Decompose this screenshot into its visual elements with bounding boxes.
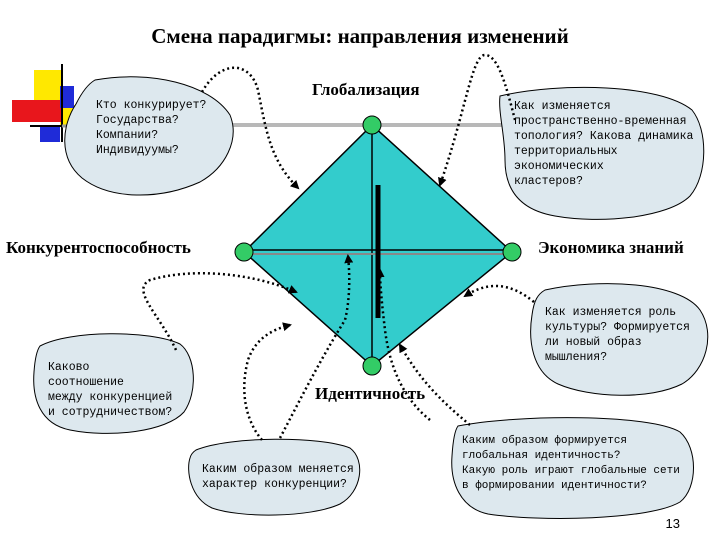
node-top: [362, 115, 382, 135]
node-label-right: Экономика знаний: [538, 238, 684, 257]
question-top-right: Как изменяется пространственно-временная…: [514, 100, 694, 188]
arrow-left: [142, 272, 298, 351]
bubble-bottom-right: [451, 417, 694, 519]
page-number: 13: [665, 516, 680, 531]
arrow-bottom-right-b: [375, 268, 431, 421]
question-right: Как изменяется роль культуры? Формируетс…: [545, 306, 690, 364]
arrow-bottom-right-a: [398, 343, 471, 426]
question-top-left: Кто конкурирует? Государства? Компании? …: [96, 99, 207, 157]
slide-title: Смена парадигмы: направления изменений: [151, 24, 569, 48]
node-left: [234, 242, 254, 262]
node-label-top: Глобализация: [312, 80, 420, 99]
node-label-left: Конкурентоспособность: [6, 238, 191, 257]
bubble-bottom-center: [188, 438, 361, 516]
arrow-bottom-center-a: [243, 322, 292, 441]
arrow-right: [463, 284, 535, 303]
bubble-left: [33, 333, 194, 434]
bubble-top-left: [64, 76, 234, 196]
bubble-right: [530, 283, 709, 396]
question-left: Каково соотношение между конкуренцией и …: [48, 361, 173, 419]
question-bottom-center: Каким образом меняется характер конкурен…: [202, 463, 354, 491]
node-label-bottom: Идентичность: [315, 384, 426, 403]
question-bottom-right: Каким образом формируется глобальная иде…: [462, 435, 680, 492]
node-bottom: [362, 356, 382, 376]
bubble-top-right: [499, 86, 705, 220]
arrow-top-right: [438, 53, 517, 187]
node-right: [502, 242, 522, 262]
